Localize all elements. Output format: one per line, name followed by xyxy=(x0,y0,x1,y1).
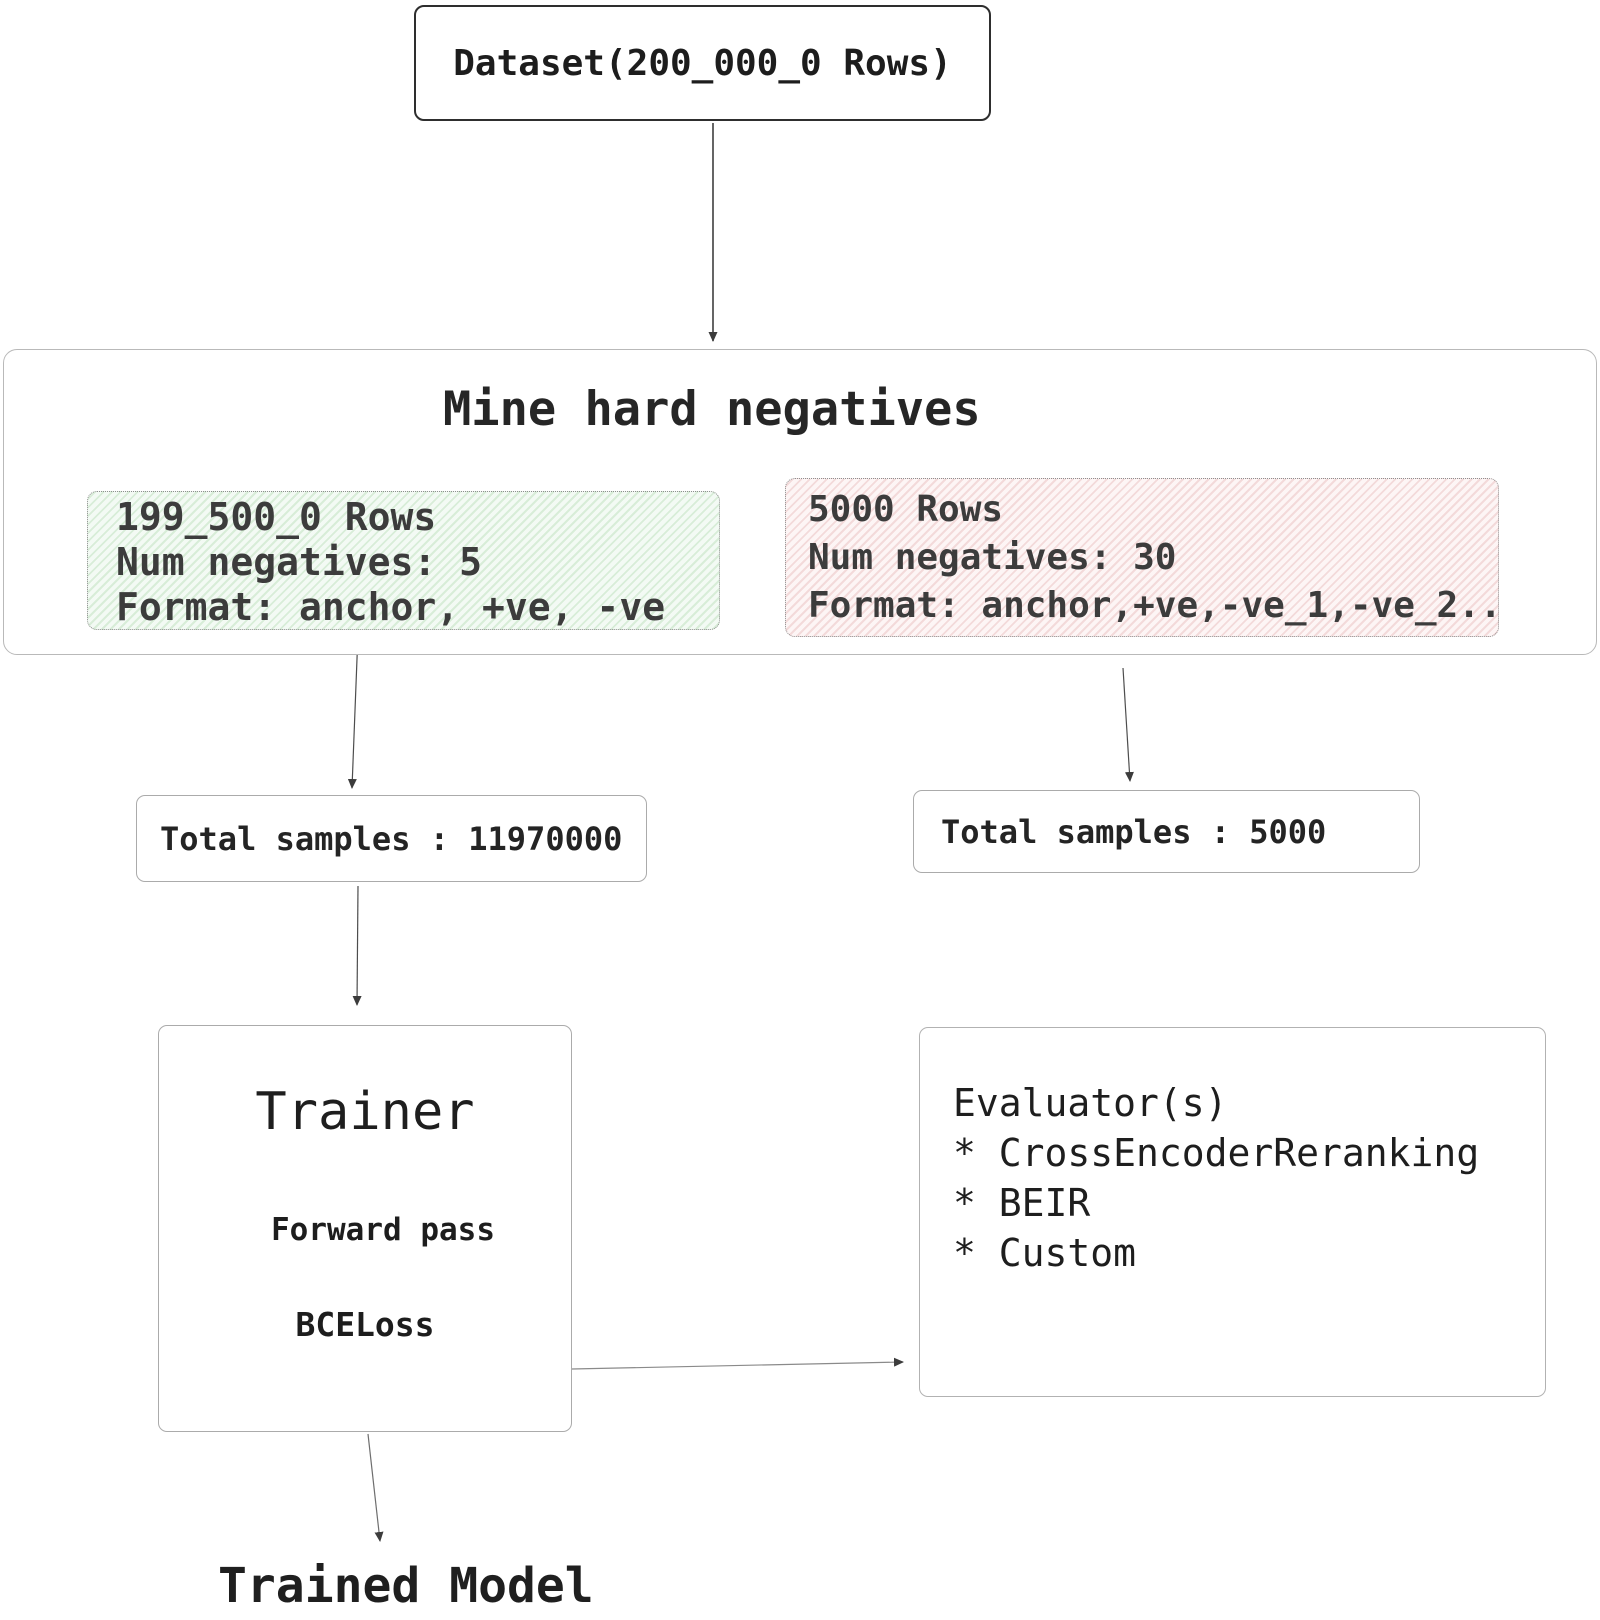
total-samples-train-label: Total samples : 11970000 xyxy=(160,819,623,858)
connector-red-to-total-eval xyxy=(1122,667,1134,782)
train-split-rows: 199_500_0 Rows xyxy=(116,495,437,539)
evaluator-title: Evaluator(s) xyxy=(953,1081,1228,1125)
eval-split-num-negatives: Num negatives: 30 xyxy=(808,537,1177,578)
evaluator-node: Evaluator(s) * CrossEncoderReranking * B… xyxy=(919,1027,1546,1397)
total-samples-eval-node: Total samples : 5000 xyxy=(913,790,1420,873)
trainer-node: Trainer Forward pass BCELoss xyxy=(158,1025,572,1432)
trainer-bceloss-label: BCELoss xyxy=(295,1305,435,1344)
dataset-node: Dataset(200_000_0 Rows) xyxy=(414,5,991,121)
connector-total-train-to-trainer xyxy=(352,885,362,1006)
dataset-label: Dataset(200_000_0 Rows) xyxy=(453,42,952,84)
train-split-card: 199_500_0 Rows Num negatives: 5 Format: … xyxy=(87,491,720,630)
evaluator-item-crossencoder: * CrossEncoderReranking xyxy=(953,1131,1480,1175)
evaluator-item-custom: * Custom xyxy=(953,1231,1137,1275)
eval-split-format: Format: anchor,+ve,-ve_1,-ve_2.. xyxy=(808,585,1502,626)
train-split-num-negatives: Num negatives: 5 xyxy=(116,540,483,584)
total-samples-train-node: Total samples : 11970000 xyxy=(136,795,647,882)
trainer-title: Trainer xyxy=(255,1082,475,1142)
train-split-format: Format: anchor, +ve, -ve xyxy=(116,585,666,629)
eval-split-card: 5000 Rows Num negatives: 30 Format: anch… xyxy=(785,478,1502,637)
total-samples-eval-label: Total samples : 5000 xyxy=(941,812,1327,851)
evaluator-item-beir: * BEIR xyxy=(953,1181,1091,1225)
connector-trainer-to-trained-model xyxy=(367,1433,384,1542)
trained-model-label: Trained Model xyxy=(218,1558,594,1614)
eval-split-rows: 5000 Rows xyxy=(808,489,1004,530)
connector-green-to-total-train xyxy=(347,632,359,789)
mine-hard-negatives-title: Mine hard negatives xyxy=(443,382,981,437)
trainer-forward-pass-label: Forward pass xyxy=(271,1212,495,1248)
